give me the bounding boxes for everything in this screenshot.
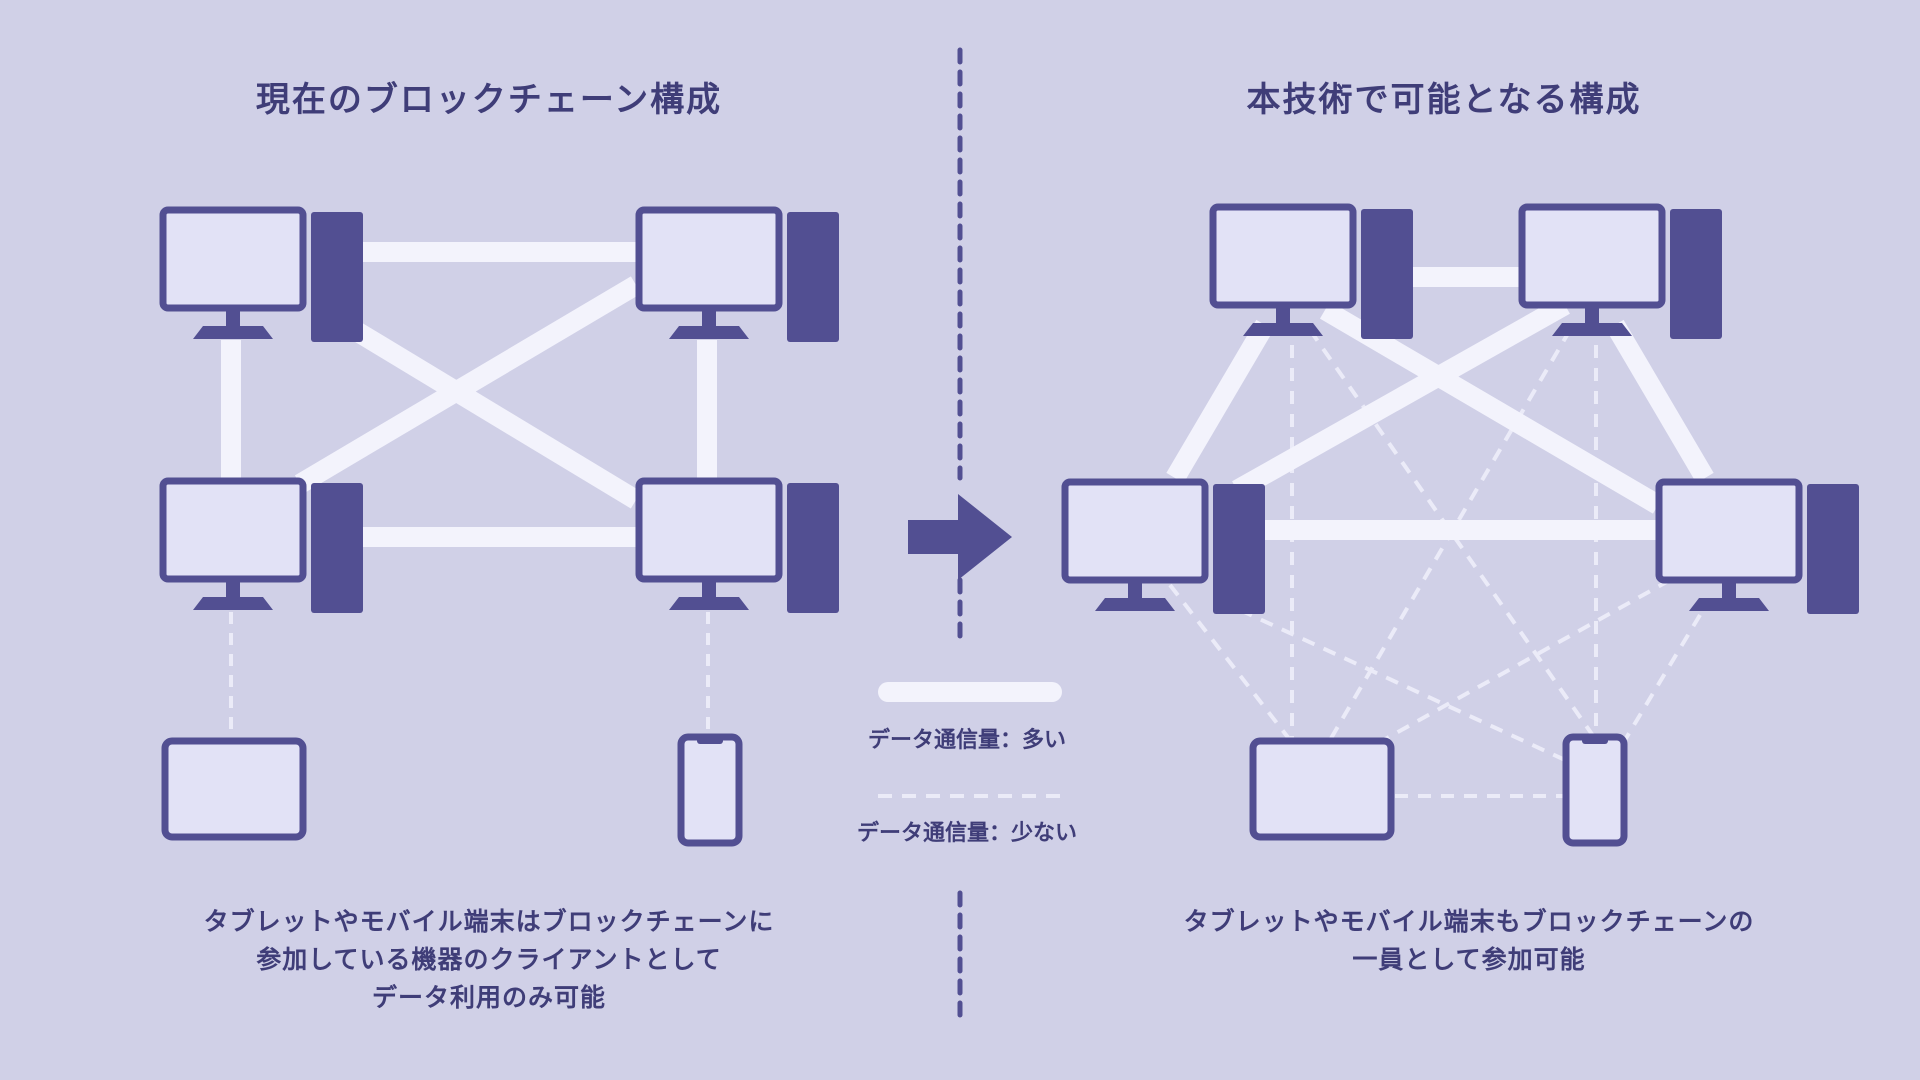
arrow-right-icon	[908, 494, 1012, 580]
right-caption: タブレットやモバイル端末もブロックチェーンの 一員として参加可能	[1089, 903, 1849, 979]
desktop-computer-icon	[639, 481, 839, 613]
smartphone-icon	[1566, 737, 1624, 843]
right-title: 本技術で可能となる構成	[1246, 80, 1642, 120]
legend-solid-label: データ通信量：多い	[867, 728, 1066, 753]
tablet-icon	[165, 741, 303, 837]
left-links	[221, 242, 717, 547]
left-devices	[163, 210, 839, 843]
left-dashed-links	[229, 612, 710, 738]
tablet-icon	[1253, 741, 1391, 837]
right-caption-line: 一員として参加可能	[1352, 945, 1586, 974]
left-caption-line: タブレットやモバイル端末はブロックチェーンに	[203, 907, 775, 936]
right-links	[1166, 267, 1714, 540]
desktop-computer-icon	[1659, 482, 1859, 614]
desktop-computer-icon	[163, 481, 363, 613]
desktop-computer-icon	[1065, 482, 1265, 614]
right-caption-line: タブレットやモバイル端末もブロックチェーンの	[1183, 907, 1755, 936]
desktop-computer-icon	[1213, 207, 1413, 339]
desktop-computer-icon	[639, 210, 839, 342]
left-caption-line: データ利用のみ可能	[371, 983, 606, 1012]
desktop-computer-icon	[163, 210, 363, 342]
left-caption: タブレットやモバイル端末はブロックチェーンに 参加している機器のクライアントとし…	[109, 903, 869, 1017]
left-title: 現在のブロックチェーン構成	[255, 80, 723, 120]
legend-dashed-label: データ通信量：少ない	[856, 821, 1077, 846]
smartphone-icon	[681, 737, 739, 843]
legend-samples	[878, 682, 1062, 798]
left-caption-line: 参加している機器のクライアントとして	[256, 945, 722, 974]
